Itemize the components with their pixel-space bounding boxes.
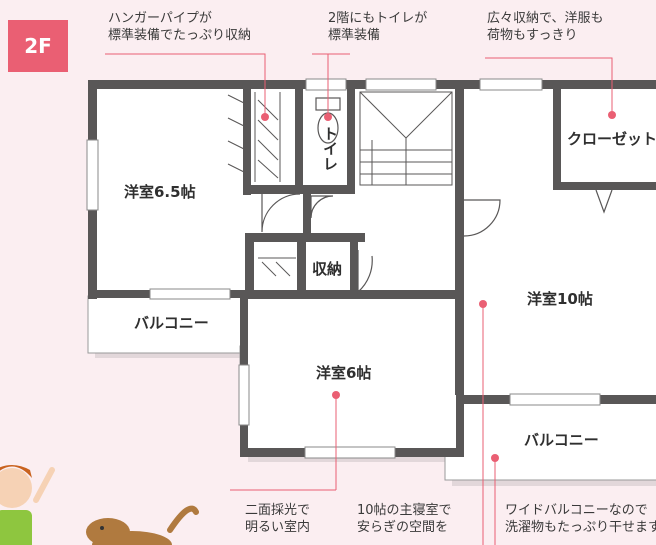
leader-lines xyxy=(105,53,613,545)
note-storage-line1: 広々収納で、洋服も xyxy=(487,11,604,26)
note-toilet: 2階にもトイレが 標準装備 xyxy=(328,10,427,44)
balcony-right-floor xyxy=(444,401,656,481)
staircase xyxy=(359,91,453,186)
hanger-pipe xyxy=(227,92,296,277)
room-toilet: トイレ xyxy=(321,126,339,171)
leader-dots xyxy=(261,111,616,462)
note-hanger-line1: ハンガーパイプが xyxy=(108,11,212,26)
note-lighting-line1: 二面採光で xyxy=(245,503,311,518)
note-toilet-line2: 標準装備 xyxy=(328,28,381,43)
note-master-line2: 安らぎの空間を xyxy=(357,520,449,535)
note-master-line1: 10帖の主寝室で xyxy=(357,503,452,518)
room-balcony-right: バルコニー xyxy=(524,431,599,449)
room-western-6-5: 洋室6.5帖 xyxy=(124,183,196,201)
note-lighting: 二面採光で 明るい室内 xyxy=(245,502,310,536)
note-balcony-line2: 洗濯物もたっぷり干せます xyxy=(505,520,656,535)
note-hanger: ハンガーパイプが 標準装備でたっぷり収納 xyxy=(108,10,251,44)
note-storage-line2: 荷物もすっきり xyxy=(487,28,578,43)
floor-badge: 2F xyxy=(8,20,68,72)
windows xyxy=(86,78,601,459)
room-storage: 収納 xyxy=(312,260,343,278)
room-western-6: 洋室6帖 xyxy=(316,364,372,382)
child-illustration xyxy=(0,465,55,545)
note-balcony: ワイドバルコニーなので 洗濯物もたっぷり干せます xyxy=(505,502,656,536)
note-balcony-line1: ワイドバルコニーなので xyxy=(505,503,648,518)
room-balcony-left: バルコニー xyxy=(134,314,209,332)
doors xyxy=(261,189,613,294)
room-closet: クローゼット xyxy=(567,130,656,148)
note-lighting-line2: 明るい室内 xyxy=(245,520,311,535)
dog-illustration xyxy=(86,505,199,545)
note-toilet-line1: 2階にもトイレが xyxy=(328,11,428,26)
room-western-10: 洋室10帖 xyxy=(527,290,593,308)
note-hanger-line2: 標準装備でたっぷり収納 xyxy=(108,28,252,43)
note-master: 10帖の主寝室で 安らぎの空間を xyxy=(357,502,452,536)
note-storage: 広々収納で、洋服も 荷物もすっきり xyxy=(487,10,603,44)
